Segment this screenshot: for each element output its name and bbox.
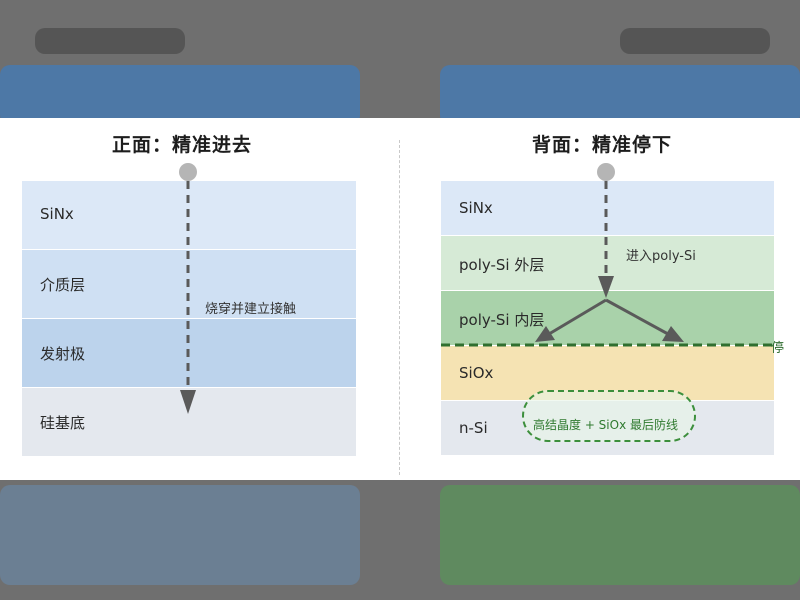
split-arrow-left	[548, 298, 607, 336]
left-layer-label: 介质层	[40, 276, 86, 294]
right-annotation: 进入poly-Si	[626, 249, 696, 264]
right-title: 背面：精准停下	[532, 134, 673, 156]
right-arrowhead	[598, 276, 614, 298]
bg-card-bottom-left	[0, 485, 360, 585]
bg-card-top-right	[440, 65, 800, 125]
left-annotation: 烧穿并建立接触	[205, 302, 297, 317]
right-layer-label: poly-Si 外层	[459, 256, 545, 274]
bg-card-bottom-right	[440, 485, 800, 585]
defense-bubble-text: 高结晶度 + SiOx 最后防线	[533, 418, 678, 432]
defense-bubble	[522, 390, 696, 442]
split-arrow-right	[605, 298, 669, 336]
bg-header-left	[35, 28, 185, 54]
left-layer-label: 硅基底	[40, 414, 86, 432]
left-title: 正面：精准进去	[112, 134, 253, 156]
split-arrowhead-left	[535, 326, 555, 342]
right-layer-label: poly-Si 内层	[459, 311, 545, 329]
right-layer-label: SiOx	[459, 364, 494, 382]
left-arrowhead	[180, 390, 196, 414]
stop-label: 停	[771, 341, 785, 356]
bg-header-right	[620, 28, 770, 54]
left-layer-label: SiNx	[40, 205, 74, 223]
left-layer-label: 发射极	[40, 345, 86, 363]
left-arrow-origin	[179, 163, 197, 181]
split-arrowhead-right	[662, 326, 684, 342]
bg-card-top-left	[0, 65, 360, 125]
right-layer-label: SiNx	[459, 199, 493, 217]
right-layer-label: n-Si	[459, 419, 488, 437]
center-divider	[399, 140, 400, 475]
right-arrow-origin	[597, 163, 615, 181]
